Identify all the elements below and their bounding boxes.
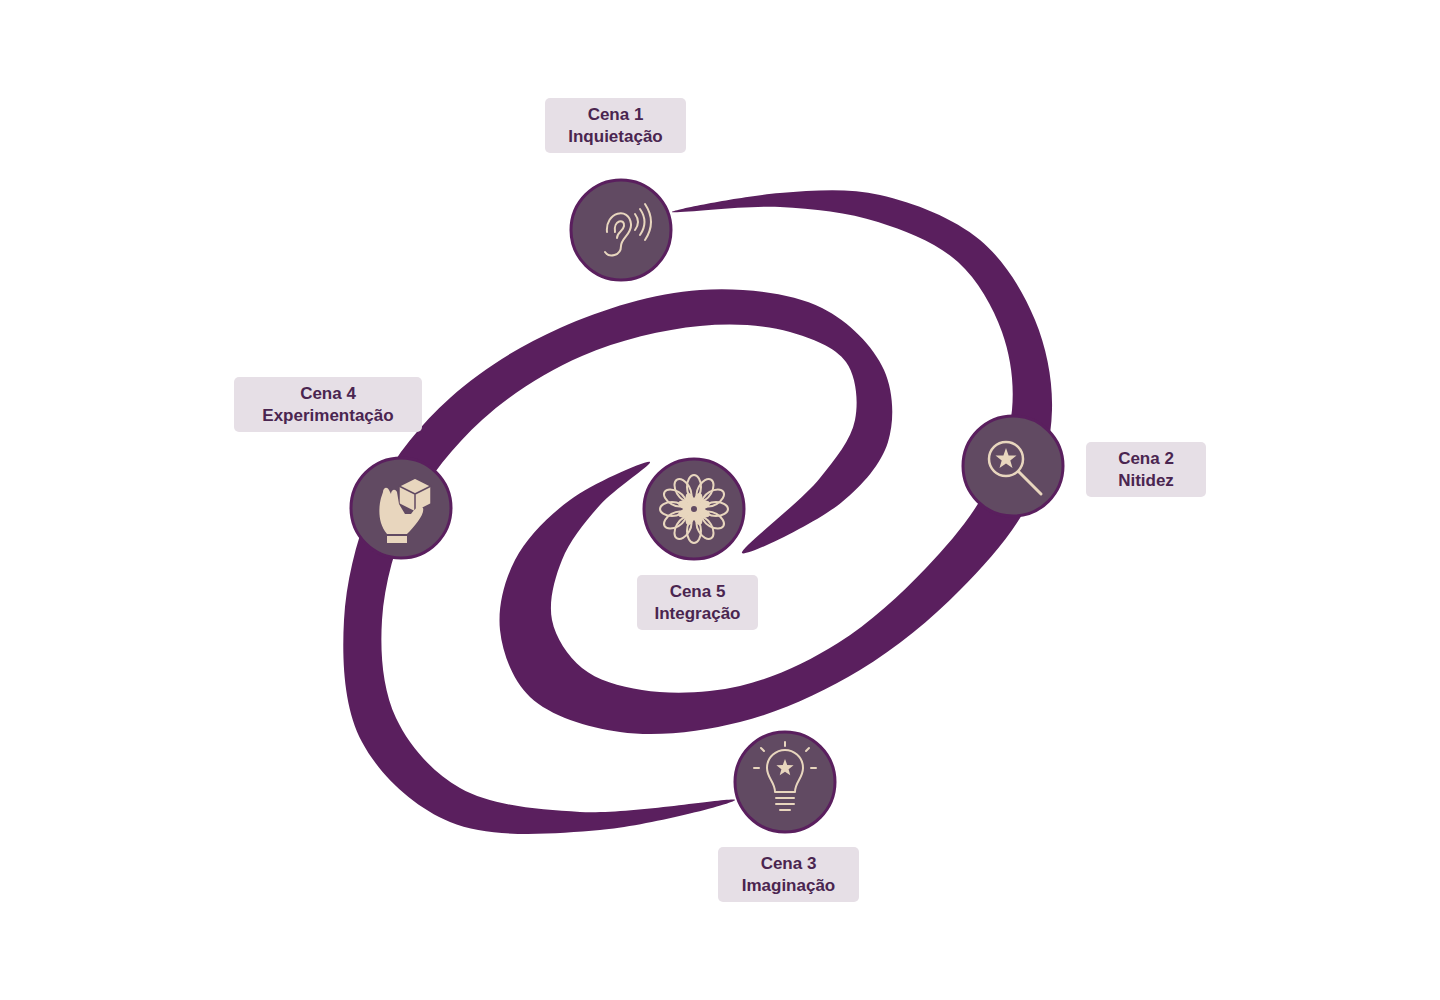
mandala-icon — [644, 459, 744, 559]
scene-number: Cena 1 — [588, 104, 644, 126]
scene-title: Imaginação — [742, 875, 836, 897]
scene-number: Cena 4 — [300, 383, 356, 405]
scene-label: Cena 1Inquietação — [545, 98, 686, 153]
spiral-arm — [343, 289, 892, 834]
scene-label: Cena 5Integração — [637, 575, 758, 630]
scene-label: Cena 3Imaginação — [718, 847, 859, 902]
scene-title: Nitidez — [1118, 470, 1174, 492]
scene-label: Cena 4Experimentação — [234, 377, 422, 432]
scene-title: Integração — [655, 603, 741, 625]
scene-label: Cena 2Nitidez — [1086, 442, 1206, 497]
bulb-icon — [735, 732, 835, 832]
hand-icon — [351, 458, 451, 558]
scene-number: Cena 5 — [670, 581, 726, 603]
scene-number: Cena 2 — [1118, 448, 1174, 470]
scene-title: Experimentação — [262, 405, 393, 427]
ear-icon — [571, 180, 671, 280]
scene-number: Cena 3 — [761, 853, 817, 875]
magnifier-icon — [963, 416, 1063, 516]
scene-title: Inquietação — [568, 126, 662, 148]
